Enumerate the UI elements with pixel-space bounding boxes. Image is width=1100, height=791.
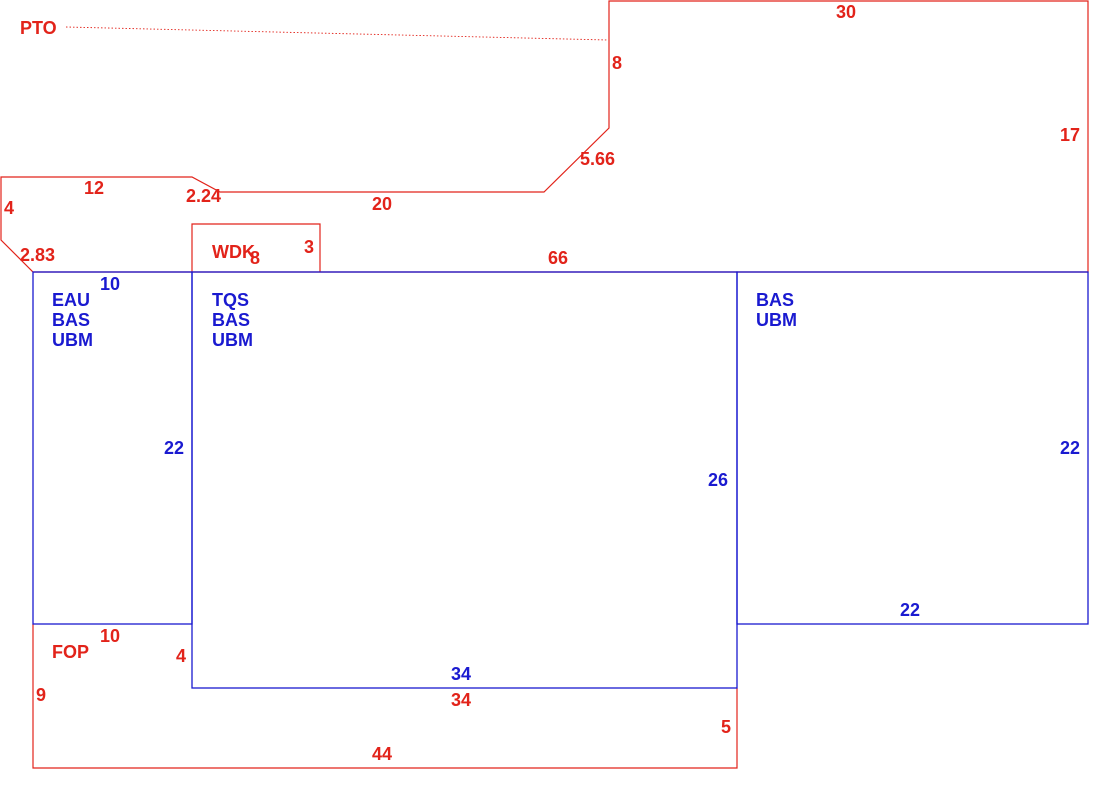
dim-fop-inner-bottom: 34 [451, 690, 471, 710]
pto-label: PTO [20, 18, 57, 38]
pto-outline [0, 0, 1089, 273]
dim-pto-diagonal-left: 2.83 [20, 245, 55, 265]
fop-outline [32, 624, 738, 769]
dim-wdk-width: 8 [250, 248, 260, 268]
dim-pto-top: 30 [836, 2, 856, 22]
pto-leader-line [65, 26, 609, 41]
fop-label: FOP [52, 642, 89, 662]
dim-fop-top: 10 [100, 626, 120, 646]
dim-pto-left-upper: 8 [612, 53, 622, 73]
dim-fop-right: 4 [176, 646, 186, 666]
left-area-code-1: EAU [52, 290, 90, 310]
center-area-code-3: UBM [212, 330, 253, 350]
center-area-outline [191, 271, 738, 689]
dim-pto-upper-left: 12 [84, 178, 104, 198]
left-area-code-3: UBM [52, 330, 93, 350]
dim-fop-right-lower: 5 [721, 717, 731, 737]
right-area-code-1: BAS [756, 290, 794, 310]
right-area-outline [736, 271, 1089, 625]
dim-pto-right: 17 [1060, 125, 1080, 145]
center-area-code-2: BAS [212, 310, 250, 330]
dim-wdk-right: 3 [304, 237, 314, 257]
dim-fop-left: 9 [36, 685, 46, 705]
dim-left-top: 10 [100, 274, 120, 294]
dim-fop-bottom: 44 [372, 744, 392, 764]
wdk-outline [191, 223, 321, 272]
dim-right-bottom: 22 [900, 600, 920, 620]
dim-right-right: 22 [1060, 438, 1080, 458]
dim-pto-diagonal: 5.66 [580, 149, 615, 169]
dim-pto-left: 4 [4, 198, 14, 218]
dim-center-right: 26 [708, 470, 728, 490]
dim-pto-bottom: 66 [548, 248, 568, 268]
dim-left-right: 22 [164, 438, 184, 458]
left-area-code-2: BAS [52, 310, 90, 330]
dim-pto-lower: 20 [372, 194, 392, 214]
dim-pto-diagonal-small: 2.24 [186, 186, 221, 206]
dim-center-bottom: 34 [451, 664, 471, 684]
wdk-label: WDK [212, 242, 255, 262]
center-area-code-1: TQS [212, 290, 249, 310]
right-area-code-2: UBM [756, 310, 797, 330]
